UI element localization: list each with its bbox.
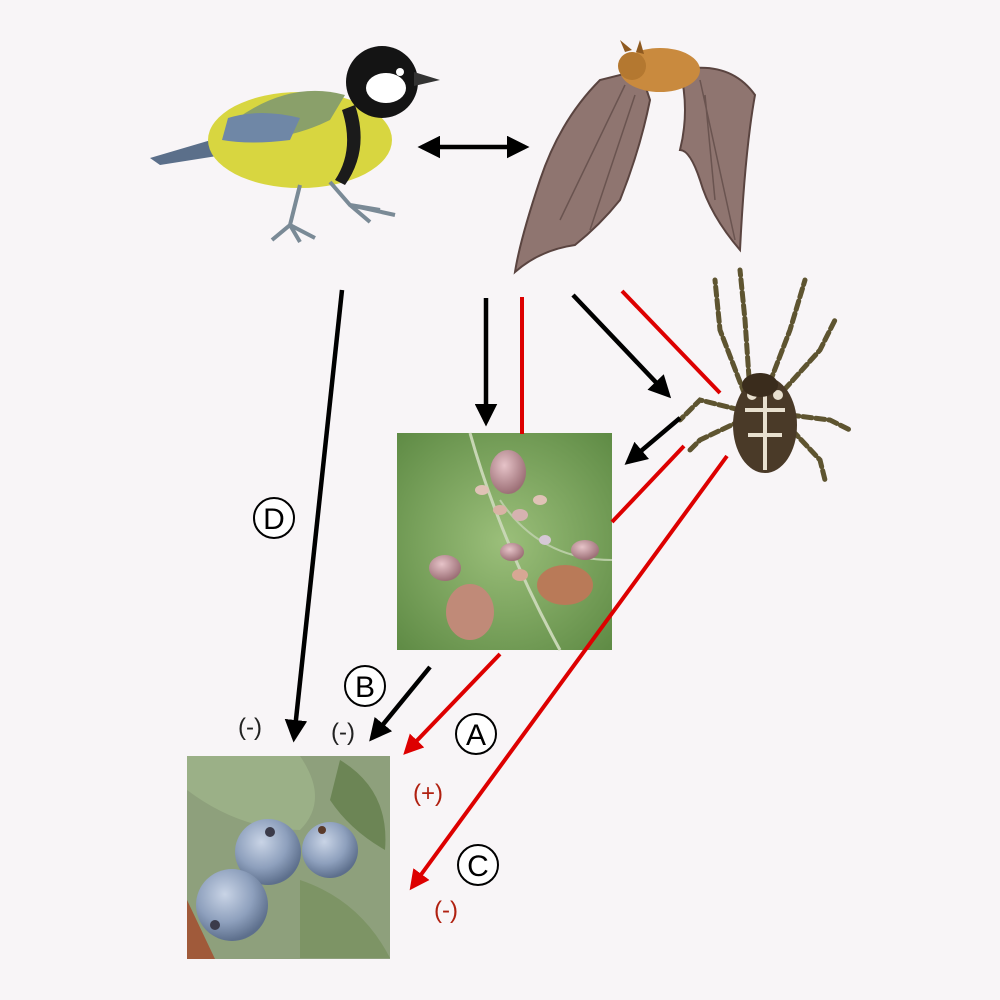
effect-sign-B: (-) [331, 719, 355, 746]
svg-text:C: C [467, 850, 489, 883]
aphids-icon [397, 432, 613, 651]
svg-text:A: A [466, 719, 486, 752]
red-arrow-C [409, 454, 729, 891]
path-label-A: A [455, 713, 497, 755]
arrow-bird-blueberries [284, 289, 345, 743]
red-line-spider-aphids [610, 444, 686, 524]
bat-icon [513, 40, 757, 275]
arrow-bat-spider [571, 293, 672, 399]
effect-sign-A: (+) [413, 780, 443, 807]
red-arrow-A [403, 652, 502, 755]
path-label-B: B [344, 665, 386, 707]
red-line-bat-spider [620, 289, 722, 395]
blueberries-icon [187, 756, 390, 959]
effect-sign-C: (-) [434, 897, 458, 924]
spider-icon [677, 267, 853, 483]
indirect-effect-arrows [403, 289, 729, 891]
path-label-C: C [457, 844, 499, 886]
svg-text:D: D [263, 503, 285, 536]
arrow-spider-aphids [624, 416, 682, 465]
arrow-aphids-blueberries [369, 665, 432, 742]
path-label-D: D [253, 497, 295, 539]
effect-sign-D: (-) [238, 714, 262, 741]
bird-icon [150, 46, 440, 244]
direct-effect-arrows [284, 135, 682, 743]
svg-text:B: B [355, 671, 375, 704]
